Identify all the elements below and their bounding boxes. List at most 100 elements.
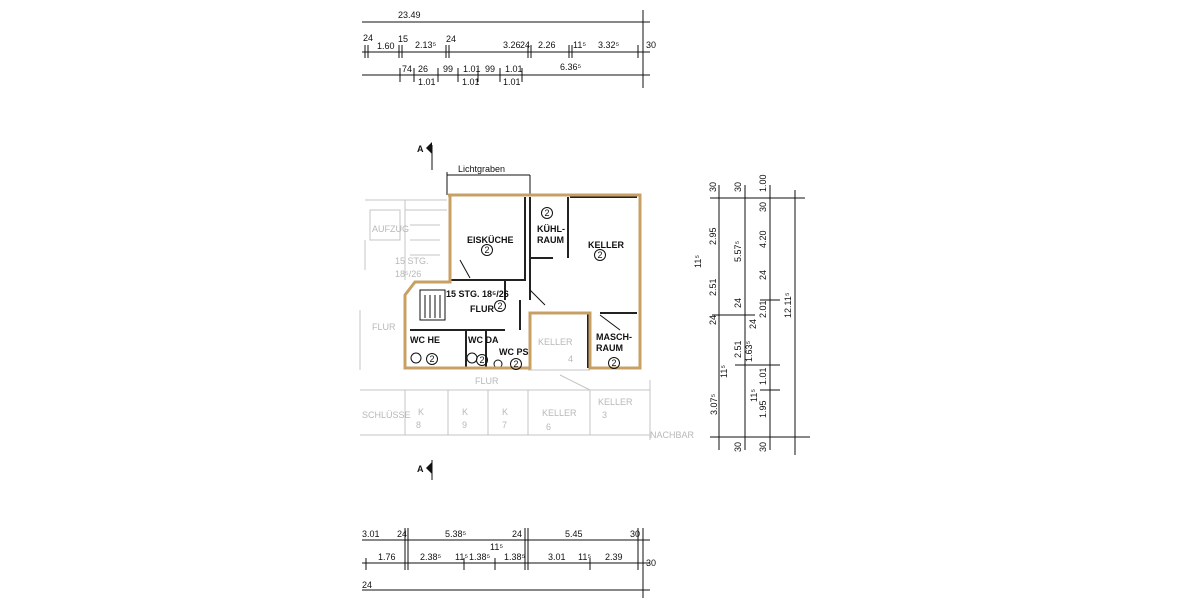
room-number-0-circle	[481, 244, 493, 256]
bottom-dimension: 5.45	[565, 529, 583, 539]
room-number-1-circle	[541, 207, 553, 219]
lightwell-label: Lichtgraben	[458, 164, 505, 174]
bottom-dimension: 24	[362, 580, 372, 590]
room-number-3-circle	[494, 300, 506, 312]
unit-outline	[403, 193, 642, 370]
bottom-dimension: 5.38⁵	[445, 529, 467, 539]
ghost-label: KELLER	[538, 337, 573, 347]
top-dimension: 3.26	[503, 40, 521, 50]
room-label-0: EISKÜCHE	[467, 235, 514, 245]
right-dimension: 30	[758, 202, 768, 212]
right-dimension: 30	[708, 182, 718, 192]
right-dimension: 24	[748, 319, 758, 329]
section-line-a	[426, 142, 433, 480]
room-label-3: FLUR	[470, 304, 494, 314]
bottom-dimension: 3.01	[362, 529, 380, 539]
top-dimension: 1.01	[418, 77, 436, 87]
top-dimension: 1.01	[503, 77, 521, 87]
bottom-dimension: 11⁵	[490, 542, 503, 552]
ghost-label: 3	[602, 410, 607, 420]
ghost-label: K	[502, 407, 508, 417]
top-dimension: 24	[520, 40, 530, 50]
right-dimension: 2.01	[758, 300, 768, 318]
right-dimension: 2.95	[708, 227, 718, 245]
bottom-dimension: 3.01	[548, 552, 566, 562]
bottom-dimension: 2.38⁵	[420, 552, 442, 562]
right-dimension: 1.01	[758, 367, 768, 385]
neighbouring-areas	[359, 199, 651, 440]
right-dimension: 11⁵	[693, 255, 703, 268]
right-dimension: 12.11⁵	[783, 292, 793, 318]
ghost-label: AUFZUG	[372, 224, 409, 234]
room-number-8-circle	[510, 358, 522, 370]
top-dimension: 99	[485, 64, 495, 74]
ghost-label: KELLER	[598, 397, 633, 407]
lightwell	[446, 172, 531, 195]
top-dimension: 11⁵	[573, 40, 586, 50]
room-number-5-circle	[608, 357, 620, 369]
room-number-6: 2	[430, 354, 435, 364]
right-dimension-chain	[710, 185, 810, 455]
bottom-dimension: 24	[512, 529, 522, 539]
room-label-4: 15 STG. 18⁵/26	[446, 289, 509, 299]
bottom-dimension: 1.38⁵	[504, 552, 526, 562]
right-dimension: 4.20	[758, 230, 768, 248]
bottom-dimension: 1.38⁵	[469, 552, 491, 562]
bottom-dimension: 2.39	[605, 552, 623, 562]
bottom-dimension: 24	[397, 529, 407, 539]
top-dimension: 3.32⁵	[598, 40, 620, 50]
room-number-2: 2	[598, 250, 603, 260]
top-dimension: 23.49	[398, 10, 421, 20]
room-label-1: KÜHL-	[537, 224, 565, 234]
top-dimension: 99	[443, 64, 453, 74]
right-dimension: 2.51	[708, 278, 718, 296]
ghost-label: K	[418, 407, 424, 417]
top-dimension: 26	[418, 64, 428, 74]
top-dimension: 1.01	[463, 64, 481, 74]
section-label-top: A	[417, 144, 424, 154]
room-number-1: 2	[545, 208, 550, 218]
right-dimension: 11⁵	[749, 389, 759, 402]
ghost-label: 15 STG.	[395, 256, 429, 266]
top-dimension: 1.01	[462, 77, 480, 87]
ghost-label: SCHLÜSSE	[362, 410, 411, 420]
room-number-2-circle	[594, 249, 606, 261]
right-dimension: 24	[758, 270, 768, 280]
top-dimension: 24	[363, 33, 373, 43]
right-dimension: 2.51	[733, 340, 743, 358]
right-dimension: 1.63⁵	[744, 340, 754, 362]
ghost-label: 6	[546, 422, 551, 432]
ghost-label: 9	[462, 420, 467, 430]
right-dimension: 30	[758, 442, 768, 452]
room-number-0: 2	[485, 245, 490, 255]
ghost-label: 18⁵/26	[395, 269, 421, 279]
right-dimension: 11⁵	[719, 365, 729, 378]
room-label-5-line2: RAUM	[596, 343, 623, 353]
top-dimension: 15	[398, 34, 408, 44]
room-number-7-circle	[476, 354, 488, 366]
top-dimension-chain	[362, 10, 650, 88]
room-number-8: 2	[514, 359, 519, 369]
right-dimension: 1.00	[758, 174, 768, 192]
right-dimension: 30	[733, 182, 743, 192]
top-dimension: 74	[402, 64, 412, 74]
top-dimension: 1.60	[377, 41, 395, 51]
room-label-5: MASCH-	[596, 332, 632, 342]
room-number-3: 2	[498, 301, 503, 311]
right-dimension: 3.07⁵	[709, 393, 719, 415]
ghost-label: FLUR	[475, 376, 499, 386]
section-label-bottom: A	[417, 464, 424, 474]
right-dimension: 30	[733, 442, 743, 452]
ghost-label: FLUR	[372, 322, 396, 332]
bottom-dimension: 30	[630, 529, 640, 539]
ghost-label: 4	[568, 354, 573, 364]
top-dimension: 2.13⁵	[415, 40, 437, 50]
top-dimension: 24	[446, 34, 456, 44]
room-number-6-circle	[426, 353, 438, 365]
room-label-1-line2: RAUM	[537, 235, 564, 245]
ghost-label: KELLER	[542, 408, 577, 418]
room-label-6: WC HE	[410, 335, 440, 345]
right-dimension: 24	[708, 315, 718, 325]
